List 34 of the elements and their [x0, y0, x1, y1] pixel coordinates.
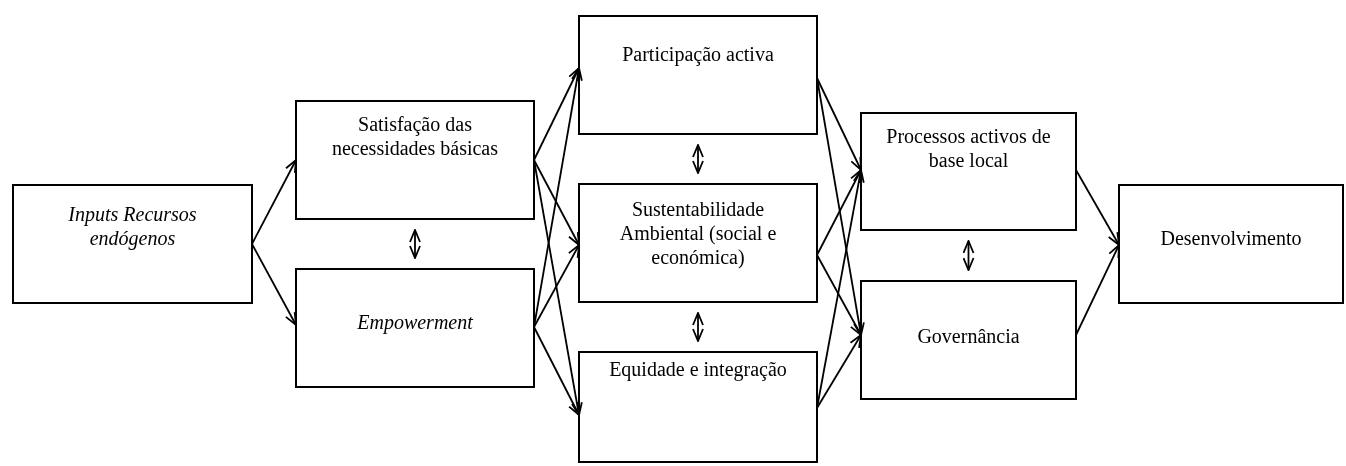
process-box [860, 280, 1077, 400]
box-label: Sustentabilidade Ambiental (social e económica) [618, 197, 778, 269]
box-label: Participação activa [621, 42, 775, 66]
process-box [578, 15, 818, 135]
process-box [860, 112, 1077, 231]
arrow [692, 144, 704, 174]
arrow [533, 67, 580, 161]
arrow [816, 334, 862, 409]
box-label: Satisfação das necessidades básicas [330, 112, 499, 160]
process-box [578, 183, 818, 303]
arrow [409, 229, 421, 259]
arrow [533, 159, 580, 246]
arrow [692, 312, 704, 342]
arrow [816, 77, 862, 171]
box-label: Governância [916, 324, 1021, 348]
process-box [1118, 184, 1344, 304]
box-label: Empowerment [356, 310, 474, 334]
arrow [251, 159, 297, 245]
process-box [295, 100, 535, 220]
box-label: Inputs Recursos endógenos [67, 202, 198, 250]
arrow [533, 244, 580, 328]
arrow [962, 240, 975, 271]
process-box [578, 351, 818, 463]
arrow [816, 169, 862, 256]
arrow [1075, 244, 1120, 336]
arrow [816, 254, 862, 336]
box-label: Desenvolvimento [1159, 226, 1303, 250]
arrow [1075, 169, 1120, 246]
box-label: Processos activos de base local [885, 124, 1052, 172]
process-box [295, 268, 535, 388]
box-label: Equidade e integração [608, 357, 788, 381]
arrow [533, 326, 580, 416]
arrow [251, 243, 297, 326]
process-box [12, 184, 253, 304]
